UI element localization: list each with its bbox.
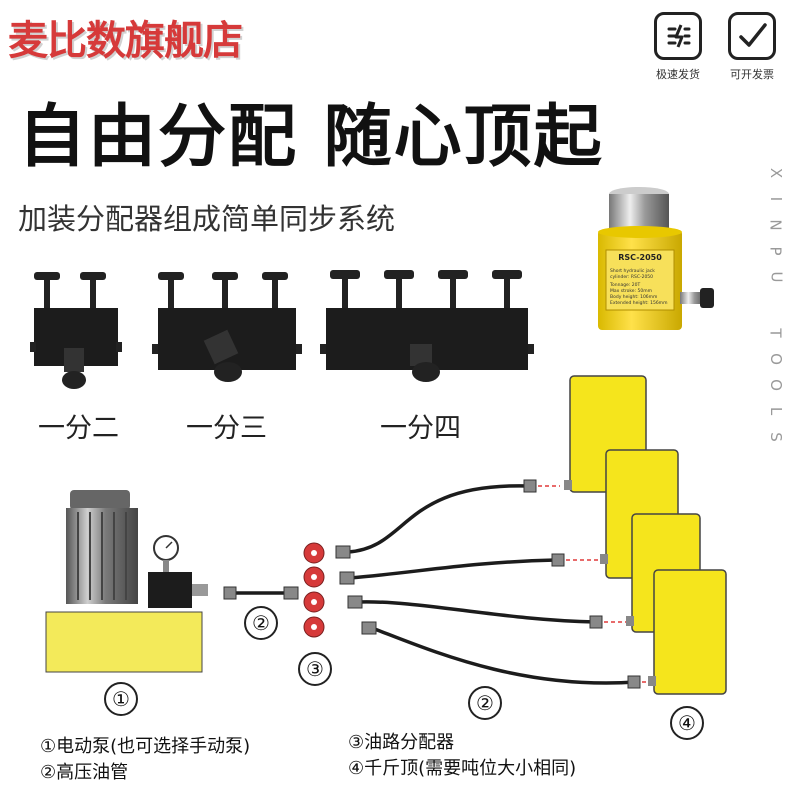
jack-cylinders (569, 375, 727, 695)
jack-product-image: RSC-2050 Short hydraulic jack cylinder: … (598, 187, 714, 330)
jack-plate-line: Extended height: 156mm (610, 300, 667, 306)
jack-model-text: RSC-2050 (618, 253, 662, 262)
legend-item-hose: ②高压油管 (40, 762, 129, 783)
fast-delivery-label: 极速发货 (656, 68, 700, 81)
oil-manifold-distributor (303, 542, 325, 638)
legend-item-pump: ①电动泵(也可选择手动泵) (40, 736, 251, 757)
manifold-two-way-image (30, 272, 122, 389)
legend-right: ③油路分配器 ④千斤顶(需要吨位大小相同) (348, 730, 576, 782)
manifold-two-way-label: 一分二 (38, 413, 119, 444)
jack-plate-line: cylinder: RSC-2050 (610, 274, 653, 280)
marker-jack: ④ (670, 706, 704, 740)
jack-plate-line: Body height: 106mm (610, 294, 657, 300)
hose-jack-4 (370, 626, 638, 685)
manifold-four-way-image (320, 270, 534, 382)
service-invoice: 可开发票 (722, 12, 782, 82)
shop-name: 麦比数旗舰店 (8, 8, 243, 66)
jack-plate-line: Max stroke: 50mm (610, 288, 652, 294)
headline-title: 自由分配 随心顶起 (18, 98, 604, 177)
hose-jack-2 (348, 558, 558, 580)
hose-jack-3 (356, 600, 598, 624)
manifold-four-way-label: 一分四 (380, 413, 461, 444)
marker-hose-long: ② (468, 686, 502, 720)
service-fast-delivery: 极速发货 (648, 12, 708, 82)
legend-left: ①电动泵(也可选择手动泵) ②高压油管 (40, 734, 250, 786)
jack-plate-line: Short hydraulic jack (610, 268, 655, 274)
marker-pump: ① (104, 682, 138, 716)
electric-pump-image (45, 490, 208, 673)
fast-delivery-icon (654, 12, 702, 60)
manifold-three-way-image (152, 272, 302, 382)
headline-subtitle: 加装分配器组成简单同步系统 (18, 202, 396, 236)
marker-manifold: ③ (298, 652, 332, 686)
shop-name-text: 麦比数旗舰店 (8, 18, 243, 64)
legend-item-jack: ④千斤顶(需要吨位大小相同) (348, 758, 577, 779)
invoice-label: 可开发票 (730, 68, 774, 81)
hose-jack-1 (346, 484, 532, 554)
legend-item-manifold: ③油路分配器 (348, 732, 455, 753)
invoice-icon (728, 12, 776, 60)
manifold-three-way-label: 一分三 (186, 413, 267, 444)
jack-plate-line: Tonnage: 20T (609, 282, 640, 288)
marker-hose-short: ② (244, 606, 278, 640)
